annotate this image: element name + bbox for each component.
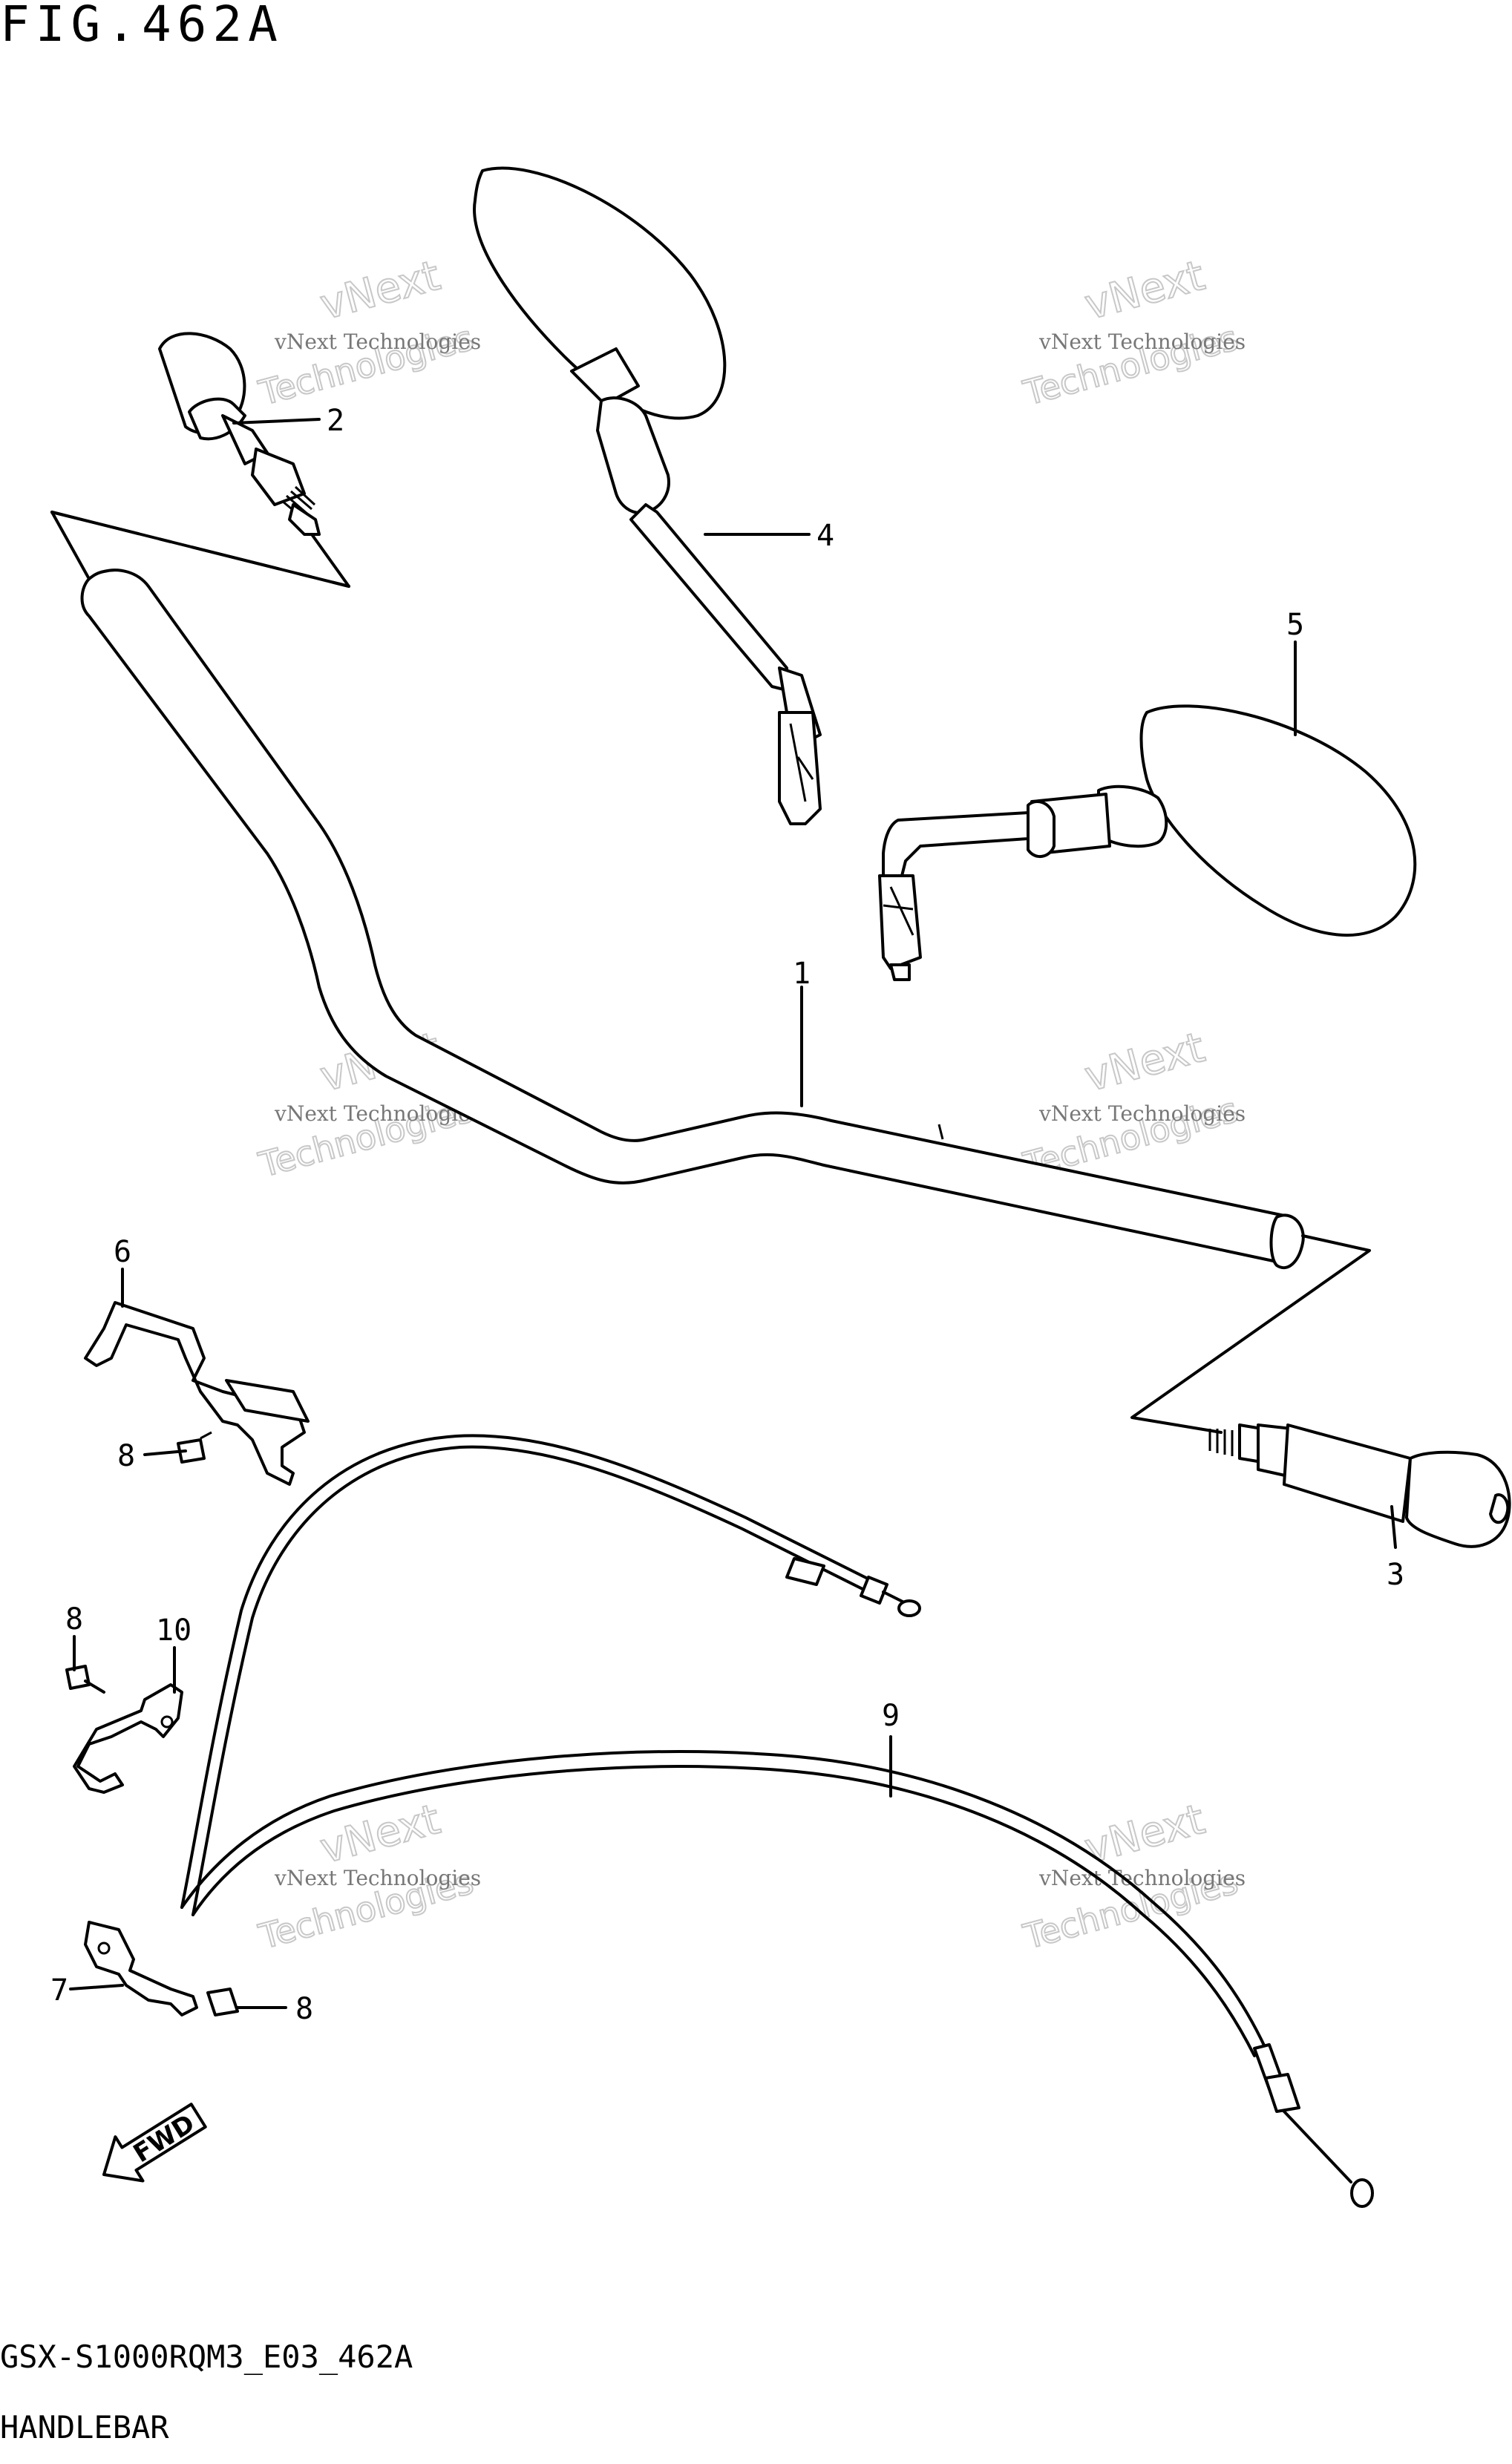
watermark-vnext: vNext <box>315 1795 445 1873</box>
callout-3: 3 <box>1387 1558 1404 1592</box>
watermark-text: vNext Technologies <box>1038 330 1246 354</box>
leader-lines <box>69 418 1397 2009</box>
watermark-vnext: vNext <box>315 252 445 330</box>
fwd-arrow: FWD <box>102 2103 207 2183</box>
callout-2: 2 <box>327 404 344 438</box>
part-bolt-8-lower <box>206 1988 239 2016</box>
callout-10: 10 <box>156 1613 192 1648</box>
callout-1: 1 <box>793 957 811 991</box>
callout-9: 9 <box>882 1699 900 1733</box>
figure-code: GSX-S1000RQM3_E03_462A <box>0 2339 413 2375</box>
connector-left <box>50 511 350 588</box>
watermark-text: vNext Technologies <box>274 1866 481 1890</box>
callout-7: 7 <box>50 1973 68 2008</box>
part-handlebar <box>80 569 1305 1270</box>
figure-title: FIG.462A <box>0 0 284 53</box>
callout-5: 5 <box>1286 608 1304 642</box>
part-cable <box>180 1434 1374 2208</box>
callout-8-lower: 8 <box>295 1992 313 2026</box>
callout-6: 6 <box>114 1235 131 1269</box>
watermark-text: vNext Technologies <box>274 330 481 354</box>
callout-8-middle: 8 <box>65 1602 83 1636</box>
part-bolt-8-middle <box>65 1665 105 1694</box>
part-bolt-8-upper <box>177 1431 212 1464</box>
callout-8-upper: 8 <box>117 1439 135 1473</box>
watermark-text: vNext Technologies <box>1038 1866 1246 1890</box>
part-bracket-6 <box>84 1301 310 1486</box>
part-bar-end-weight-left <box>158 332 321 536</box>
part-mirror-right <box>878 704 1417 981</box>
watermark-vnext: vNext <box>1080 252 1210 330</box>
figure-name: HANDLEBAR <box>0 2409 169 2445</box>
callout-4: 4 <box>816 519 834 553</box>
watermark-text: vNext Technologies <box>1038 1101 1246 1126</box>
connector-right <box>1130 1234 1371 1434</box>
callouts: 1 2 3 4 5 6 7 8 8 8 9 10 <box>50 404 1404 2026</box>
part-bracket-7 <box>84 1921 198 2016</box>
part-bracket-10 <box>73 1683 183 1794</box>
fwd-label: FWD <box>128 2109 200 2169</box>
part-mirror-left <box>473 166 822 825</box>
part-bar-end-weight-right <box>1208 1423 1511 1548</box>
watermark-vnext: vNext <box>1080 1023 1210 1101</box>
